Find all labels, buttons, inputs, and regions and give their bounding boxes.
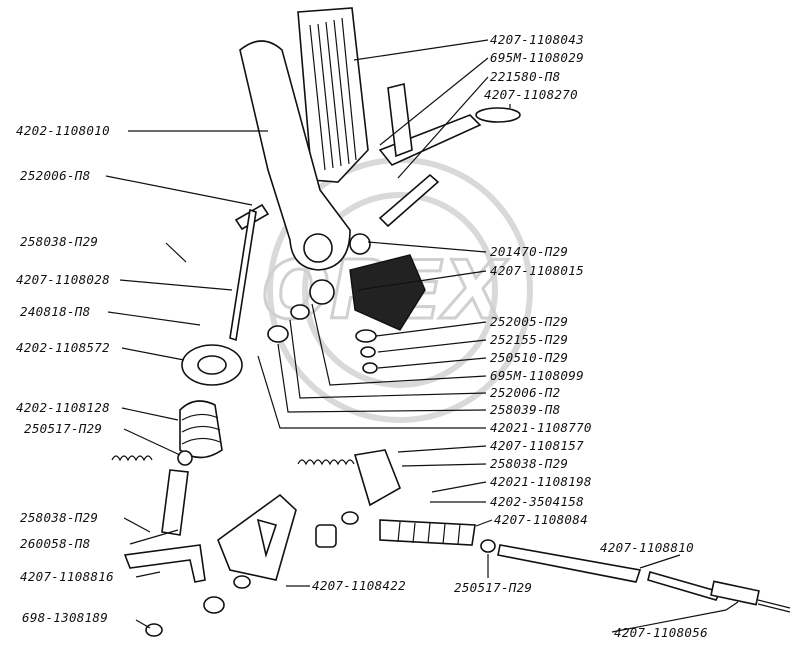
rocker-nut	[480, 539, 496, 553]
return-spring-right	[297, 459, 355, 466]
label-258039-p8: 258039-П8	[490, 402, 560, 417]
washer-4	[360, 346, 376, 358]
rocker-ribs	[397, 521, 461, 545]
label-252006-p2: 252006-П2	[490, 385, 560, 400]
label-252155-p29: 252155-П29	[490, 332, 568, 347]
label-695m-1108029: 695М-1108029	[490, 50, 584, 65]
washer-2	[267, 325, 289, 343]
label-698-1308189: 698-1308189	[22, 610, 108, 625]
cable-clamp	[710, 580, 760, 606]
spacer-bushing	[315, 524, 337, 548]
bracket-plate	[387, 83, 413, 158]
seal-plate-hole	[197, 355, 227, 375]
throttle-rod	[497, 544, 642, 583]
leader-lines	[105, 39, 739, 633]
label-258038-p29-a: 258038-П29	[20, 234, 98, 249]
label-250517-p29-a: 250517-П29	[24, 421, 102, 436]
cap-bushing	[203, 596, 225, 614]
label-252006-p8: 252006-П8	[20, 168, 90, 183]
push-rod	[229, 208, 257, 342]
label-4202-1108128: 4202-1108128	[16, 400, 110, 415]
small-nut	[233, 575, 251, 589]
mounting-bracket	[123, 544, 206, 583]
label-201470-p29: 201470-П29	[490, 244, 568, 259]
pedal-assembly	[111, 7, 791, 637]
pedal-lever	[239, 40, 351, 271]
boot-ribs	[181, 413, 221, 445]
bracket-cutout	[256, 518, 278, 558]
label-42021-1108198: 42021-1108198	[490, 474, 592, 489]
label-4207-1108028: 4207-1108028	[16, 272, 110, 287]
label-4207-1108810: 4207-1108810	[600, 540, 694, 555]
label-695m-1108099: 695М-1108099	[490, 368, 584, 383]
label-252005-p29: 252005-П29	[490, 314, 568, 329]
small-bushing	[341, 511, 359, 525]
label-221580-p8: 221580-П8	[490, 69, 560, 84]
label-4207-1108056: 4207-1108056	[614, 625, 708, 640]
label-42021-1108770: 42021-1108770	[490, 420, 592, 435]
nut-1	[362, 362, 378, 374]
bushing	[309, 279, 335, 305]
grease-fitting	[145, 623, 163, 637]
label-4207-1108043: 4207-1108043	[490, 32, 584, 47]
return-spring-left	[111, 455, 153, 462]
label-4202-1108010: 4202-1108010	[16, 123, 110, 138]
part-labels: 4207-1108043 695М-1108029 221580-П8 4207…	[16, 32, 708, 640]
label-4202-1108572: 4202-1108572	[16, 340, 110, 355]
label-4207-1108270: 4207-1108270	[484, 87, 578, 102]
label-4207-1108084: 4207-1108084	[494, 512, 588, 527]
crank-lever	[353, 449, 401, 507]
pivot-housing	[349, 254, 426, 331]
label-240818-p8: 240818-П8	[20, 304, 90, 319]
cable-end	[757, 599, 791, 613]
pedal-rod	[378, 173, 440, 228]
label-4207-1108015: 4207-1108015	[490, 263, 584, 278]
lever-eye	[303, 233, 333, 263]
triangular-bracket	[217, 493, 297, 581]
boot-nut	[177, 450, 193, 466]
pedal-ribs	[309, 17, 357, 171]
label-260058-p8: 260058-П8	[20, 536, 90, 551]
label-4207-1108422: 4207-1108422	[312, 578, 406, 593]
label-258038-p29-b: 258038-П29	[490, 456, 568, 471]
pedal-stop-cap	[475, 107, 521, 123]
label-4207-1108816: 4207-1108816	[20, 569, 114, 584]
washer-1	[290, 304, 310, 320]
lower-link	[161, 469, 189, 536]
label-258038-p29-c: 258038-П29	[20, 510, 98, 525]
label-4202-3504158: 4202-3504158	[490, 494, 584, 509]
label-4207-1108157: 4207-1108157	[490, 438, 584, 453]
label-250517-p29-b: 250517-П29	[454, 580, 532, 595]
cable-sleeve	[647, 571, 722, 601]
housing-eye	[349, 233, 371, 255]
washer-3	[355, 329, 377, 343]
label-250510-p29: 250510-П29	[490, 350, 568, 365]
rocker-arm	[379, 519, 476, 546]
